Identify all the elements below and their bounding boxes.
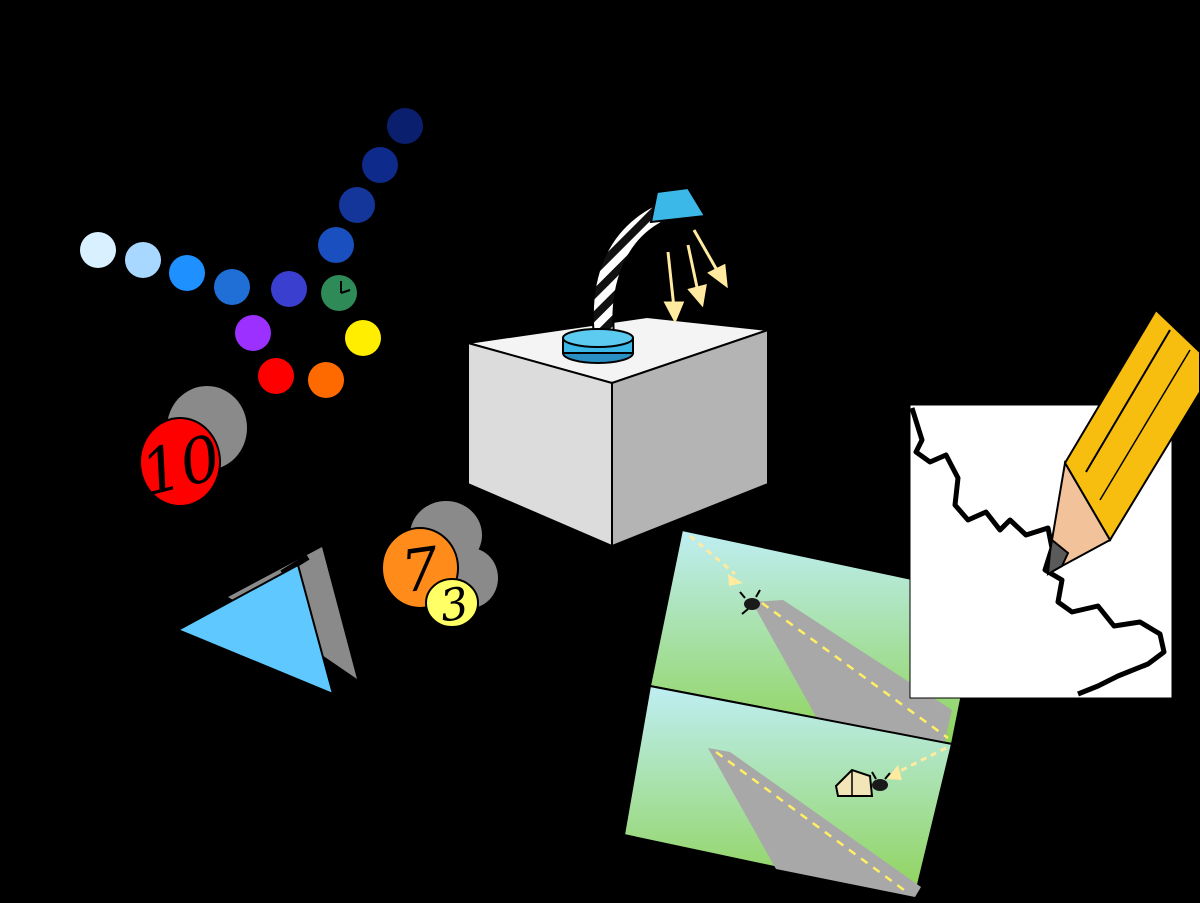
sphere-5 (271, 271, 307, 307)
number-badge-10: 10 (134, 386, 247, 510)
sphere-8 (258, 358, 294, 394)
sphere-3 (169, 255, 205, 291)
sphere-9 (308, 362, 344, 398)
number-badge-7-3: 7 3 (381, 501, 498, 632)
sphere-13 (362, 147, 398, 183)
light-ray-icon (663, 229, 728, 324)
sphere-10 (345, 320, 381, 356)
sphere-1 (80, 232, 116, 268)
colored-sphere-sequence-icon (80, 108, 423, 398)
desk-lamp-icon (562, 186, 707, 364)
sphere-6 (321, 275, 357, 311)
bug-icon (871, 771, 891, 791)
sphere-11 (318, 227, 354, 263)
clock-sphere-icon (340, 281, 351, 294)
pencil-icon (1046, 308, 1200, 576)
tent-icon (834, 768, 874, 797)
sphere-2 (125, 242, 161, 278)
bug-icon (739, 589, 761, 615)
sphere-4 (214, 269, 250, 305)
sphere-14 (387, 108, 423, 144)
triangle-prism-icon (175, 547, 357, 696)
road-scene-icon (622, 528, 984, 899)
sphere-12 (339, 187, 375, 223)
sphere-7 (235, 315, 271, 351)
